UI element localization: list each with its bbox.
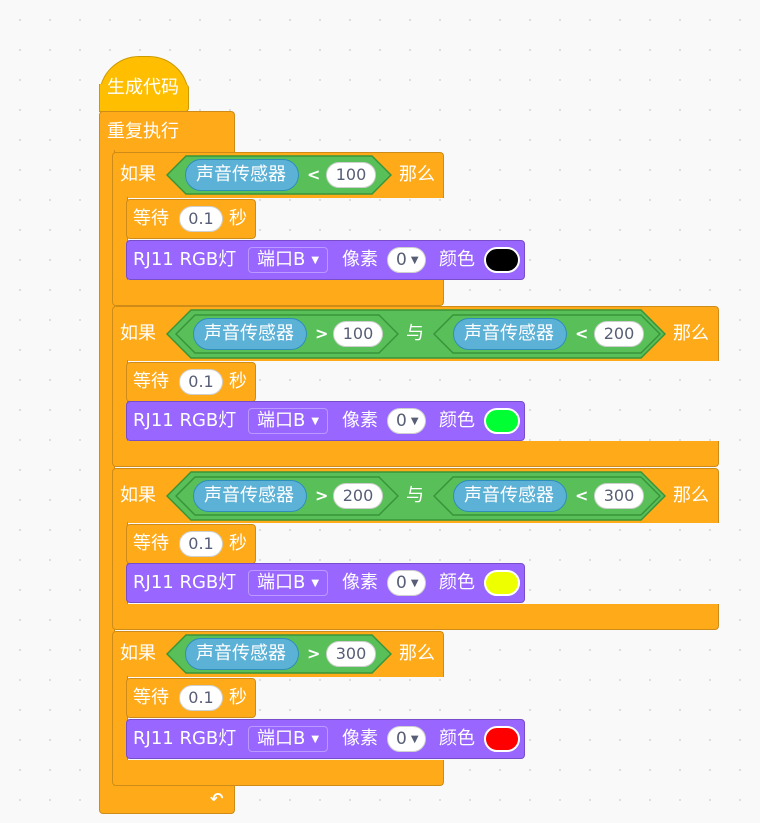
pixel-value: 0 [396, 729, 407, 749]
caret-down-icon: ▼ [410, 578, 419, 589]
if-bottom [112, 441, 719, 467]
port-dropdown[interactable]: 端口B ▼ [248, 726, 329, 752]
color-label: 颜色 [439, 572, 475, 593]
compare-operator: > [315, 485, 329, 505]
port-dropdown[interactable]: 端口B ▼ [248, 408, 329, 434]
if-bottom [112, 760, 444, 786]
color-swatch[interactable] [484, 247, 520, 273]
pixel-dropdown[interactable]: 0▼ [387, 247, 426, 273]
pixel-dropdown[interactable]: 0▼ [387, 408, 426, 434]
caret-down-icon: ▼ [311, 578, 320, 589]
port-value: 端口B [257, 249, 306, 270]
hat-label: 生成代码 [107, 77, 179, 98]
if-label: 如果 [120, 643, 156, 664]
compare-operator: < [575, 323, 589, 343]
generate-code-hat-block[interactable]: 生成代码 [99, 77, 189, 112]
forever-block[interactable]: 重复执行 [99, 111, 235, 153]
wait-unit-label: 秒 [229, 533, 247, 554]
color-swatch[interactable] [484, 408, 520, 434]
threshold-input[interactable]: 200 [333, 482, 383, 509]
color-swatch[interactable] [484, 726, 520, 752]
compare-operator: > [315, 323, 329, 343]
wait-seconds-input[interactable]: 0.1 [179, 685, 223, 711]
if-bottom [112, 604, 719, 630]
forever-label: 重复执行 [107, 121, 179, 142]
wait-unit-label: 秒 [229, 208, 247, 229]
port-value: 端口B [257, 728, 306, 749]
caret-down-icon: ▼ [410, 416, 419, 427]
sound-sensor-reporter[interactable]: 声音传感器 [453, 317, 567, 350]
then-label: 那么 [399, 164, 435, 185]
wait-seconds-input[interactable]: 0.1 [179, 531, 223, 557]
rgb-label: RJ11 RGB灯 [133, 249, 237, 270]
pixel-label: 像素 [342, 410, 378, 431]
wait-unit-label: 秒 [229, 687, 247, 708]
rgb-label: RJ11 RGB灯 [133, 728, 237, 749]
caret-down-icon: ▼ [311, 255, 320, 266]
color-swatch[interactable] [484, 570, 520, 596]
if-bottom [112, 280, 444, 306]
color-label: 颜色 [439, 410, 475, 431]
then-label: 那么 [673, 484, 709, 506]
then-label: 那么 [399, 643, 435, 664]
port-value: 端口B [257, 410, 306, 431]
and-label: 与 [406, 484, 424, 506]
color-label: 颜色 [439, 249, 475, 270]
threshold-input[interactable]: 300 [594, 482, 644, 509]
wait-unit-label: 秒 [229, 371, 247, 392]
sound-sensor-reporter[interactable]: 声音传感器 [453, 479, 567, 512]
sound-sensor-reporter[interactable]: 声音传感器 [185, 159, 299, 191]
port-dropdown[interactable]: 端口B ▼ [248, 570, 329, 596]
compare-operator: < [575, 485, 589, 505]
compare-operator: > [307, 644, 321, 663]
if-label: 如果 [120, 164, 156, 185]
threshold-input[interactable]: 300 [326, 641, 376, 667]
caret-down-icon: ▼ [410, 734, 419, 745]
then-label: 那么 [673, 322, 709, 344]
rgb-label: RJ11 RGB灯 [133, 572, 237, 593]
sound-sensor-reporter[interactable]: 声音传感器 [193, 317, 307, 350]
rgb-label: RJ11 RGB灯 [133, 410, 237, 431]
pixel-value: 0 [396, 250, 407, 270]
port-value: 端口B [257, 572, 306, 593]
if-label: 如果 [120, 322, 156, 344]
forever-bottom: ↶ [99, 786, 235, 814]
wait-label: 等待 [133, 687, 169, 708]
wait-label: 等待 [133, 533, 169, 554]
caret-down-icon: ▼ [311, 734, 320, 745]
caret-down-icon: ▼ [311, 416, 320, 427]
if-arm [112, 676, 128, 761]
pixel-value: 0 [396, 411, 407, 431]
pixel-label: 像素 [342, 249, 378, 270]
pixel-dropdown[interactable]: 0▼ [387, 726, 426, 752]
pixel-value: 0 [396, 573, 407, 593]
rgb-light-block[interactable] [126, 563, 525, 603]
if-label: 如果 [120, 484, 156, 506]
if-arm [112, 197, 128, 281]
wait-seconds-input[interactable]: 0.1 [179, 369, 223, 395]
pixel-dropdown[interactable]: 0▼ [387, 570, 426, 596]
port-dropdown[interactable]: 端口B ▼ [248, 247, 329, 273]
threshold-input[interactable]: 200 [594, 320, 644, 347]
wait-label: 等待 [133, 208, 169, 229]
compare-operator: < [307, 165, 321, 184]
wait-label: 等待 [133, 371, 169, 392]
caret-down-icon: ▼ [410, 255, 419, 266]
wait-seconds-input[interactable]: 0.1 [179, 206, 223, 232]
threshold-input[interactable]: 100 [326, 162, 376, 188]
sound-sensor-reporter[interactable]: 声音传感器 [185, 638, 299, 670]
color-label: 颜色 [439, 728, 475, 749]
sound-sensor-reporter[interactable]: 声音传感器 [193, 479, 307, 512]
and-label: 与 [406, 322, 424, 344]
pixel-label: 像素 [342, 728, 378, 749]
threshold-input[interactable]: 100 [333, 320, 383, 347]
pixel-label: 像素 [342, 572, 378, 593]
loop-arrow-icon: ↶ [210, 789, 224, 808]
